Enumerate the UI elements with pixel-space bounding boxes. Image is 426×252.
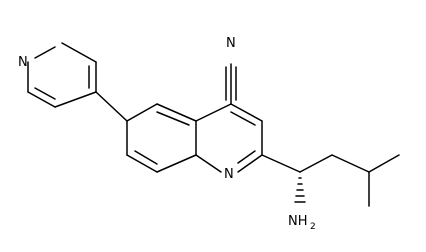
quinoline-benzo-ring xyxy=(126,103,197,173)
pyridine-ring xyxy=(27,42,97,108)
quinoline-pyridine-ring xyxy=(195,103,263,173)
quinoline-nitrogen-label: N xyxy=(224,167,234,182)
nitrile-nitrogen-label: N xyxy=(226,36,236,51)
side-chain xyxy=(261,154,400,207)
amine-label: NH xyxy=(288,214,308,229)
hashed-wedge-bond xyxy=(294,177,306,203)
nitrile-group xyxy=(225,63,237,105)
pyridine-nitrogen-label: N xyxy=(18,55,28,70)
amine-subscript: 2 xyxy=(310,222,316,232)
biaryl-bond xyxy=(95,91,128,122)
